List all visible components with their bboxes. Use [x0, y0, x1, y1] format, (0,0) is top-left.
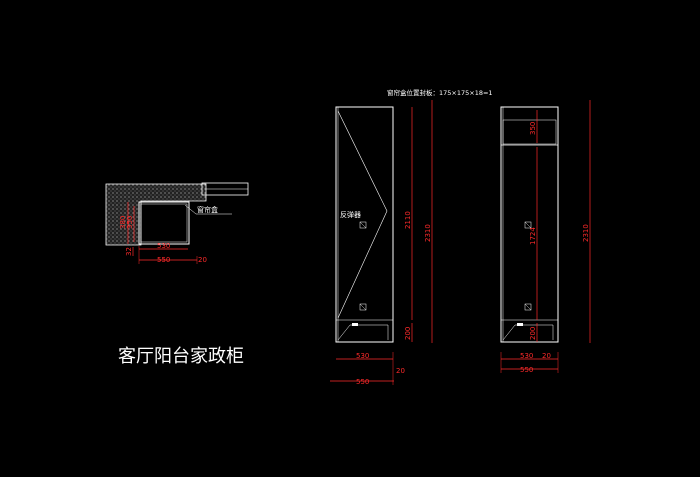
right-dim-550: 550: [520, 366, 533, 374]
plan-dim-20: 20: [198, 256, 207, 264]
right-kick-base: [502, 324, 554, 341]
plan-dim-530: 530: [157, 242, 170, 250]
plan-dim-550: 550: [157, 256, 170, 264]
left-dim-530: 530: [356, 352, 369, 360]
right-latch-icon-top: [524, 221, 532, 229]
left-dim-550: 550: [356, 378, 369, 386]
left-dim-200: 200: [404, 327, 412, 340]
right-dim-530: 530: [520, 352, 533, 360]
latch-icon-top: [359, 221, 367, 229]
top-note: 窗帘盒位置封板：175×175×18=1: [387, 88, 493, 97]
elevation-right: 350 1724 200 2310 530 20 550: [500, 100, 591, 374]
plan-dim-32: 32: [125, 247, 133, 256]
left-cabinet-outline: [335, 106, 394, 343]
left-dim-2310: 2310: [424, 224, 432, 242]
right-dim-350: 350: [529, 122, 537, 135]
right-dim-1724: 1724: [529, 227, 537, 245]
left-dim-2110: 2110: [404, 211, 412, 229]
plan-cabinet-outline: [138, 201, 190, 245]
left-label-rebounder: 反弹器: [340, 210, 361, 219]
right-dim-200: 200: [529, 327, 537, 340]
right-dim-2310: 2310: [582, 224, 590, 242]
right-dim-20: 20: [542, 352, 551, 360]
plan-wall-hatch: [105, 183, 207, 246]
plan-view: 窗帘盒 380 350 32 530 550 20: [105, 182, 249, 264]
plan-dim-380: 380: [119, 216, 127, 229]
right-latch-icon-bottom: [524, 303, 532, 311]
drawing-title: 客厅阳台家政柜: [118, 346, 244, 367]
left-door-swing: [337, 110, 388, 319]
left-kick-base: [337, 324, 389, 341]
left-dim-20: 20: [396, 367, 405, 375]
elevation-left: 反弹器 2110 2310 200 530 550 20: [330, 100, 433, 386]
right-cabinet-outline: [500, 106, 559, 343]
plan-dim-350: 350: [126, 216, 134, 229]
plan-label-curtain-box: 窗帘盒: [197, 205, 218, 214]
latch-icon-bottom: [359, 303, 367, 311]
